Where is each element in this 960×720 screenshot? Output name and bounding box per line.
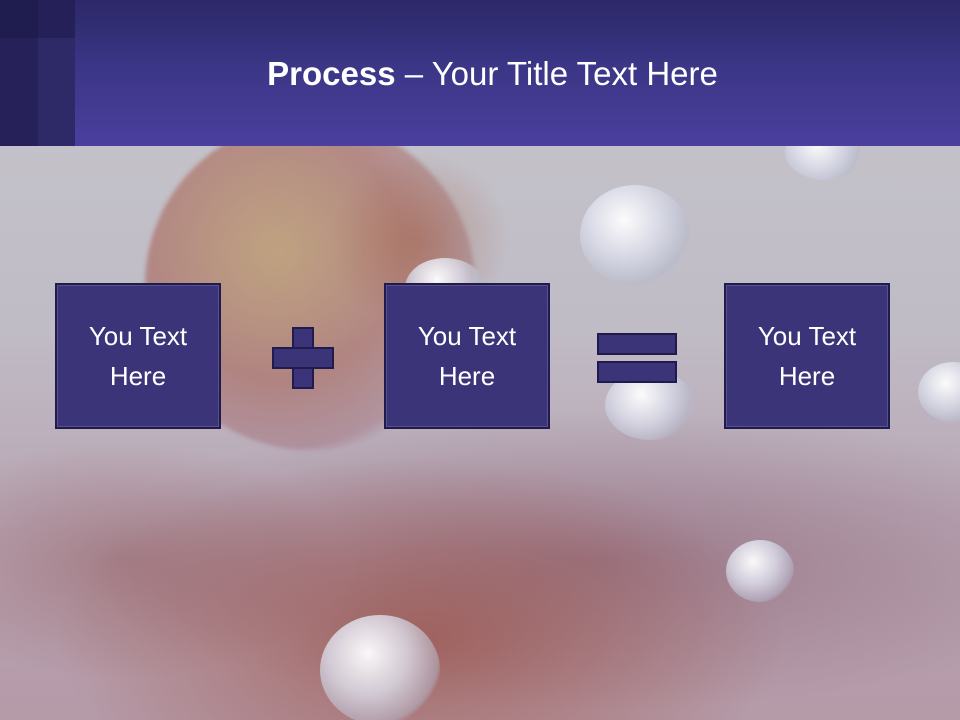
floating-cell <box>320 615 440 720</box>
process-box-1[interactable]: You Text Here <box>55 283 221 429</box>
slide-title[interactable]: Process – Your Title Text Here <box>0 52 960 96</box>
process-box-2[interactable]: You Text Here <box>384 283 550 429</box>
floating-cell <box>580 185 690 285</box>
process-box-3[interactable]: You Text Here <box>724 283 890 429</box>
floating-cell <box>918 362 960 422</box>
corner-decoration <box>0 0 38 146</box>
title-bar: Process – Your Title Text Here <box>0 0 960 146</box>
floating-cell <box>726 540 794 602</box>
corner-decoration <box>0 0 75 38</box>
title-rest: – Your Title Text Here <box>395 55 718 92</box>
title-bold: Process <box>267 55 396 92</box>
